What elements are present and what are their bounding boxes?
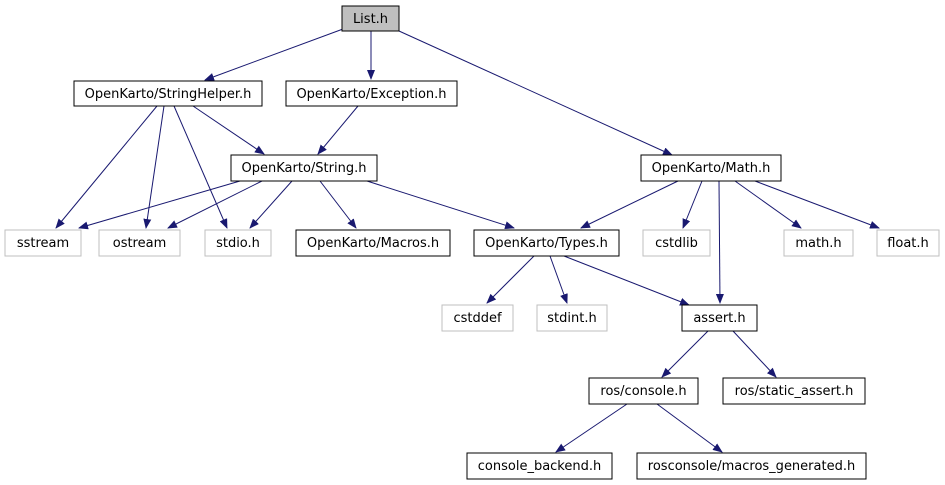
edge-okmath-to-floath (754, 180, 880, 229)
edge-assert-to-rosconsole (661, 330, 709, 378)
node-okmath-h-label: OpenKarto/Math.h (652, 161, 771, 176)
edge-rosconsole-to-macrosgenerated (656, 403, 723, 453)
node-exception-h-label: OpenKarto/Exception.h (296, 87, 446, 102)
node-macros-h-label: OpenKarto/Macros.h (307, 236, 439, 251)
node-stdio-h-label: stdio.h (216, 236, 260, 251)
node-stdio-h-box (204, 229, 272, 257)
edges (55, 28, 880, 453)
edge-okmath-to-assert (715, 180, 724, 304)
node-ostream-box (98, 229, 181, 257)
node-float-h[interactable]: float.h (876, 229, 940, 257)
node-stdio-h[interactable]: stdio.h (204, 229, 272, 257)
edge-stringhelper-to-sstream (55, 105, 158, 229)
node-stdint-h[interactable]: stdint.h (536, 304, 608, 332)
edge-okstring-to-types (366, 180, 515, 230)
node-sstream-label: sstream (17, 236, 69, 251)
node-sstream-box (4, 229, 82, 257)
node-exception-h-box (285, 80, 458, 107)
node-rosconsole-macros-generated-h-label: rosconsole/macros_generated.h (648, 459, 855, 474)
edge-stringhelper-to-stdio (173, 105, 228, 229)
node-cstddef[interactable]: cstddef (441, 304, 514, 332)
node-types-h-box (473, 229, 620, 257)
edge-stringhelper-to-okstring (192, 105, 265, 155)
node-console-backend-h-label: console_backend.h (478, 459, 601, 474)
node-cstdlib-box (642, 229, 711, 257)
node-macros-h[interactable]: OpenKarto/Macros.h (295, 229, 451, 257)
node-okmath-h-box (640, 154, 782, 182)
node-rosconsole-macros-generated-h[interactable]: rosconsole/macros_generated.h (636, 452, 867, 480)
node-cstddef-box (441, 304, 514, 332)
node-sstream[interactable]: sstream (4, 229, 82, 257)
node-ros-static-assert-h-box (722, 377, 866, 405)
nodes: List.h OpenKarto/StringHelper.h OpenKart… (4, 5, 940, 480)
edge-okstring-to-sstream (78, 180, 241, 230)
node-okmath-h[interactable]: OpenKarto/Math.h (640, 154, 782, 182)
node-cstdlib-label: cstdlib (655, 236, 698, 251)
node-list-h-box (341, 5, 400, 32)
node-stdint-h-box (536, 304, 608, 332)
node-console-backend-h-box (466, 452, 613, 480)
node-types-h-label: OpenKarto/Types.h (485, 236, 608, 251)
edge-okstring-to-stdio (249, 180, 293, 229)
edge-okstring-to-macros (319, 180, 357, 229)
edge-exception-to-okstring (317, 105, 359, 155)
edge-rosconsole-to-consolebackend (555, 403, 628, 453)
node-stringhelper-h[interactable]: OpenKarto/StringHelper.h (73, 80, 263, 107)
node-okstring-h[interactable]: OpenKarto/String.h (230, 154, 378, 182)
node-ostream[interactable]: ostream (98, 229, 181, 257)
node-math-h[interactable]: math.h (783, 229, 854, 257)
edge-okstring-to-ostream (167, 180, 263, 229)
edge-stringhelper-to-ostream (143, 105, 165, 229)
node-okstring-h-label: OpenKarto/String.h (242, 161, 367, 176)
node-rosconsole-macros-generated-h-box (636, 452, 867, 480)
node-ros-console-h-label: ros/console.h (600, 384, 686, 399)
node-stdint-h-label: stdint.h (547, 311, 596, 326)
node-list-h[interactable]: List.h (341, 5, 400, 32)
node-assert-h[interactable]: assert.h (681, 304, 758, 332)
node-okstring-h-box (230, 154, 378, 182)
node-types-h[interactable]: OpenKarto/Types.h (473, 229, 620, 257)
edge-list-to-stringhelper (204, 28, 344, 81)
node-stringhelper-h-box (73, 80, 263, 107)
node-exception-h[interactable]: OpenKarto/Exception.h (285, 80, 458, 107)
node-assert-h-box (681, 304, 758, 332)
node-cstdlib[interactable]: cstdlib (642, 229, 711, 257)
node-cstddef-label: cstddef (453, 311, 502, 326)
node-ros-console-h[interactable]: ros/console.h (588, 377, 699, 405)
node-ostream-label: ostream (113, 236, 167, 251)
node-assert-h-label: assert.h (693, 311, 745, 326)
edge-list-to-okmath (398, 30, 673, 156)
node-stringhelper-h-label: OpenKarto/StringHelper.h (85, 87, 252, 102)
edge-types-to-stdint (549, 255, 568, 304)
node-ros-static-assert-h-label: ros/static_assert.h (735, 384, 854, 399)
edge-assert-to-staticassert (732, 330, 777, 378)
node-math-h-box (783, 229, 854, 257)
node-list-h-label: List.h (353, 12, 388, 27)
node-ros-console-h-box (588, 377, 699, 405)
node-console-backend-h[interactable]: console_backend.h (466, 452, 613, 480)
edge-okmath-to-mathh (734, 180, 802, 229)
node-math-h-label: math.h (795, 236, 841, 251)
node-float-h-label: float.h (887, 236, 929, 251)
edge-types-to-cstddef (486, 255, 535, 304)
node-ros-static-assert-h[interactable]: ros/static_assert.h (722, 377, 866, 405)
node-float-h-box (876, 229, 940, 257)
edge-okmath-to-types (580, 180, 679, 229)
edge-okmath-to-cstdlib (682, 180, 703, 229)
edge-types-to-assert (563, 255, 690, 306)
node-macros-h-box (295, 229, 451, 257)
